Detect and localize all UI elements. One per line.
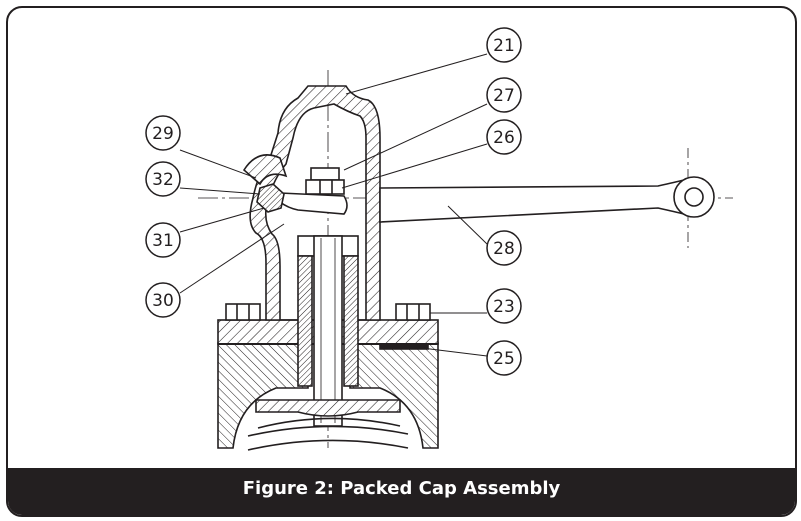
stud-nut-right bbox=[395, 303, 431, 321]
caption-bar: Figure 2: Packed Cap Assembly bbox=[8, 468, 795, 515]
spring-plate bbox=[255, 399, 401, 417]
callout-32: 32 bbox=[145, 161, 181, 197]
spring bbox=[247, 417, 409, 451]
callout-31: 31 bbox=[145, 222, 181, 258]
valve-body bbox=[217, 342, 309, 449]
svg-text:26: 26 bbox=[493, 128, 515, 148]
callout-30: 30 bbox=[145, 282, 181, 318]
cap bbox=[249, 85, 381, 321]
callout-23: 23 bbox=[486, 288, 522, 324]
svg-text:28: 28 bbox=[493, 239, 515, 259]
nut-upper bbox=[310, 167, 340, 181]
svg-text:21: 21 bbox=[493, 36, 515, 56]
callout-21: 21 bbox=[486, 27, 522, 63]
svg-text:32: 32 bbox=[152, 170, 174, 190]
packing-left bbox=[297, 255, 313, 387]
leader-lines bbox=[179, 53, 488, 357]
svg-text:31: 31 bbox=[152, 231, 174, 251]
valve-body-right bbox=[349, 342, 439, 449]
figure-frame: 21 27 26 28 29 32 bbox=[6, 6, 797, 517]
nut-lower bbox=[305, 179, 345, 195]
callout-26: 26 bbox=[486, 119, 522, 155]
cap-gasket bbox=[379, 343, 429, 350]
packing-right bbox=[343, 255, 359, 387]
svg-text:30: 30 bbox=[152, 291, 174, 311]
packed-cap-assembly-drawing: 21 27 26 28 29 32 bbox=[145, 27, 733, 451]
callout-28: 28 bbox=[486, 230, 522, 266]
callout-29: 29 bbox=[145, 115, 181, 151]
callout-27: 27 bbox=[486, 77, 522, 113]
cam-housing bbox=[242, 154, 288, 186]
lifting-fork bbox=[279, 192, 348, 215]
svg-text:25: 25 bbox=[493, 349, 515, 369]
figure-caption: Figure 2: Packed Cap Assembly bbox=[242, 478, 561, 499]
stud-nut-left bbox=[225, 303, 261, 321]
callout-25: 25 bbox=[486, 340, 522, 376]
svg-text:29: 29 bbox=[152, 124, 174, 144]
lever bbox=[379, 178, 685, 223]
svg-text:27: 27 bbox=[493, 86, 515, 106]
spindle bbox=[313, 235, 343, 427]
cam-shaft-hex bbox=[256, 183, 285, 213]
svg-text:23: 23 bbox=[493, 297, 515, 317]
